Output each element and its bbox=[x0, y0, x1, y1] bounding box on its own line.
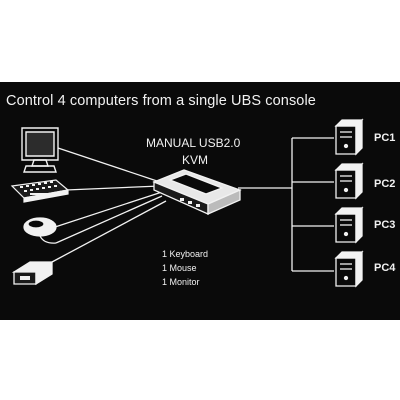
headline: Control 4 computers from a single UBS co… bbox=[6, 93, 316, 109]
pc4-label: PC4 bbox=[374, 262, 396, 274]
kvm-title-line2: KVM bbox=[182, 153, 209, 167]
peripheral-mouse-label: 1 Mouse bbox=[162, 263, 197, 273]
monitor-icon bbox=[21, 127, 59, 173]
mouse-icon bbox=[23, 217, 57, 244]
speaker-icon bbox=[11, 260, 55, 286]
peripheral-keyboard-label: 1 Keyboard bbox=[162, 249, 209, 259]
cable-speaker bbox=[51, 200, 167, 263]
cable-keyboard bbox=[65, 185, 161, 191]
pc3-label: PC3 bbox=[374, 219, 396, 231]
kvm-switch-icon bbox=[152, 169, 242, 216]
peripheral-monitor-label: 1 Monitor bbox=[162, 277, 200, 287]
kvm-title-line1: MANUAL USB2.0 bbox=[146, 136, 241, 150]
keyboard-icon bbox=[10, 179, 70, 203]
cable-mouse bbox=[51, 191, 163, 229]
pc1-icon bbox=[334, 118, 364, 156]
pc1-label: PC1 bbox=[374, 132, 396, 144]
pc2-label: PC2 bbox=[374, 178, 396, 190]
cable-monitor bbox=[57, 147, 161, 183]
pc2-icon bbox=[334, 162, 364, 200]
pc3-icon bbox=[334, 206, 364, 244]
pc4-icon bbox=[334, 250, 364, 288]
cable-mouse-2 bbox=[55, 195, 163, 244]
